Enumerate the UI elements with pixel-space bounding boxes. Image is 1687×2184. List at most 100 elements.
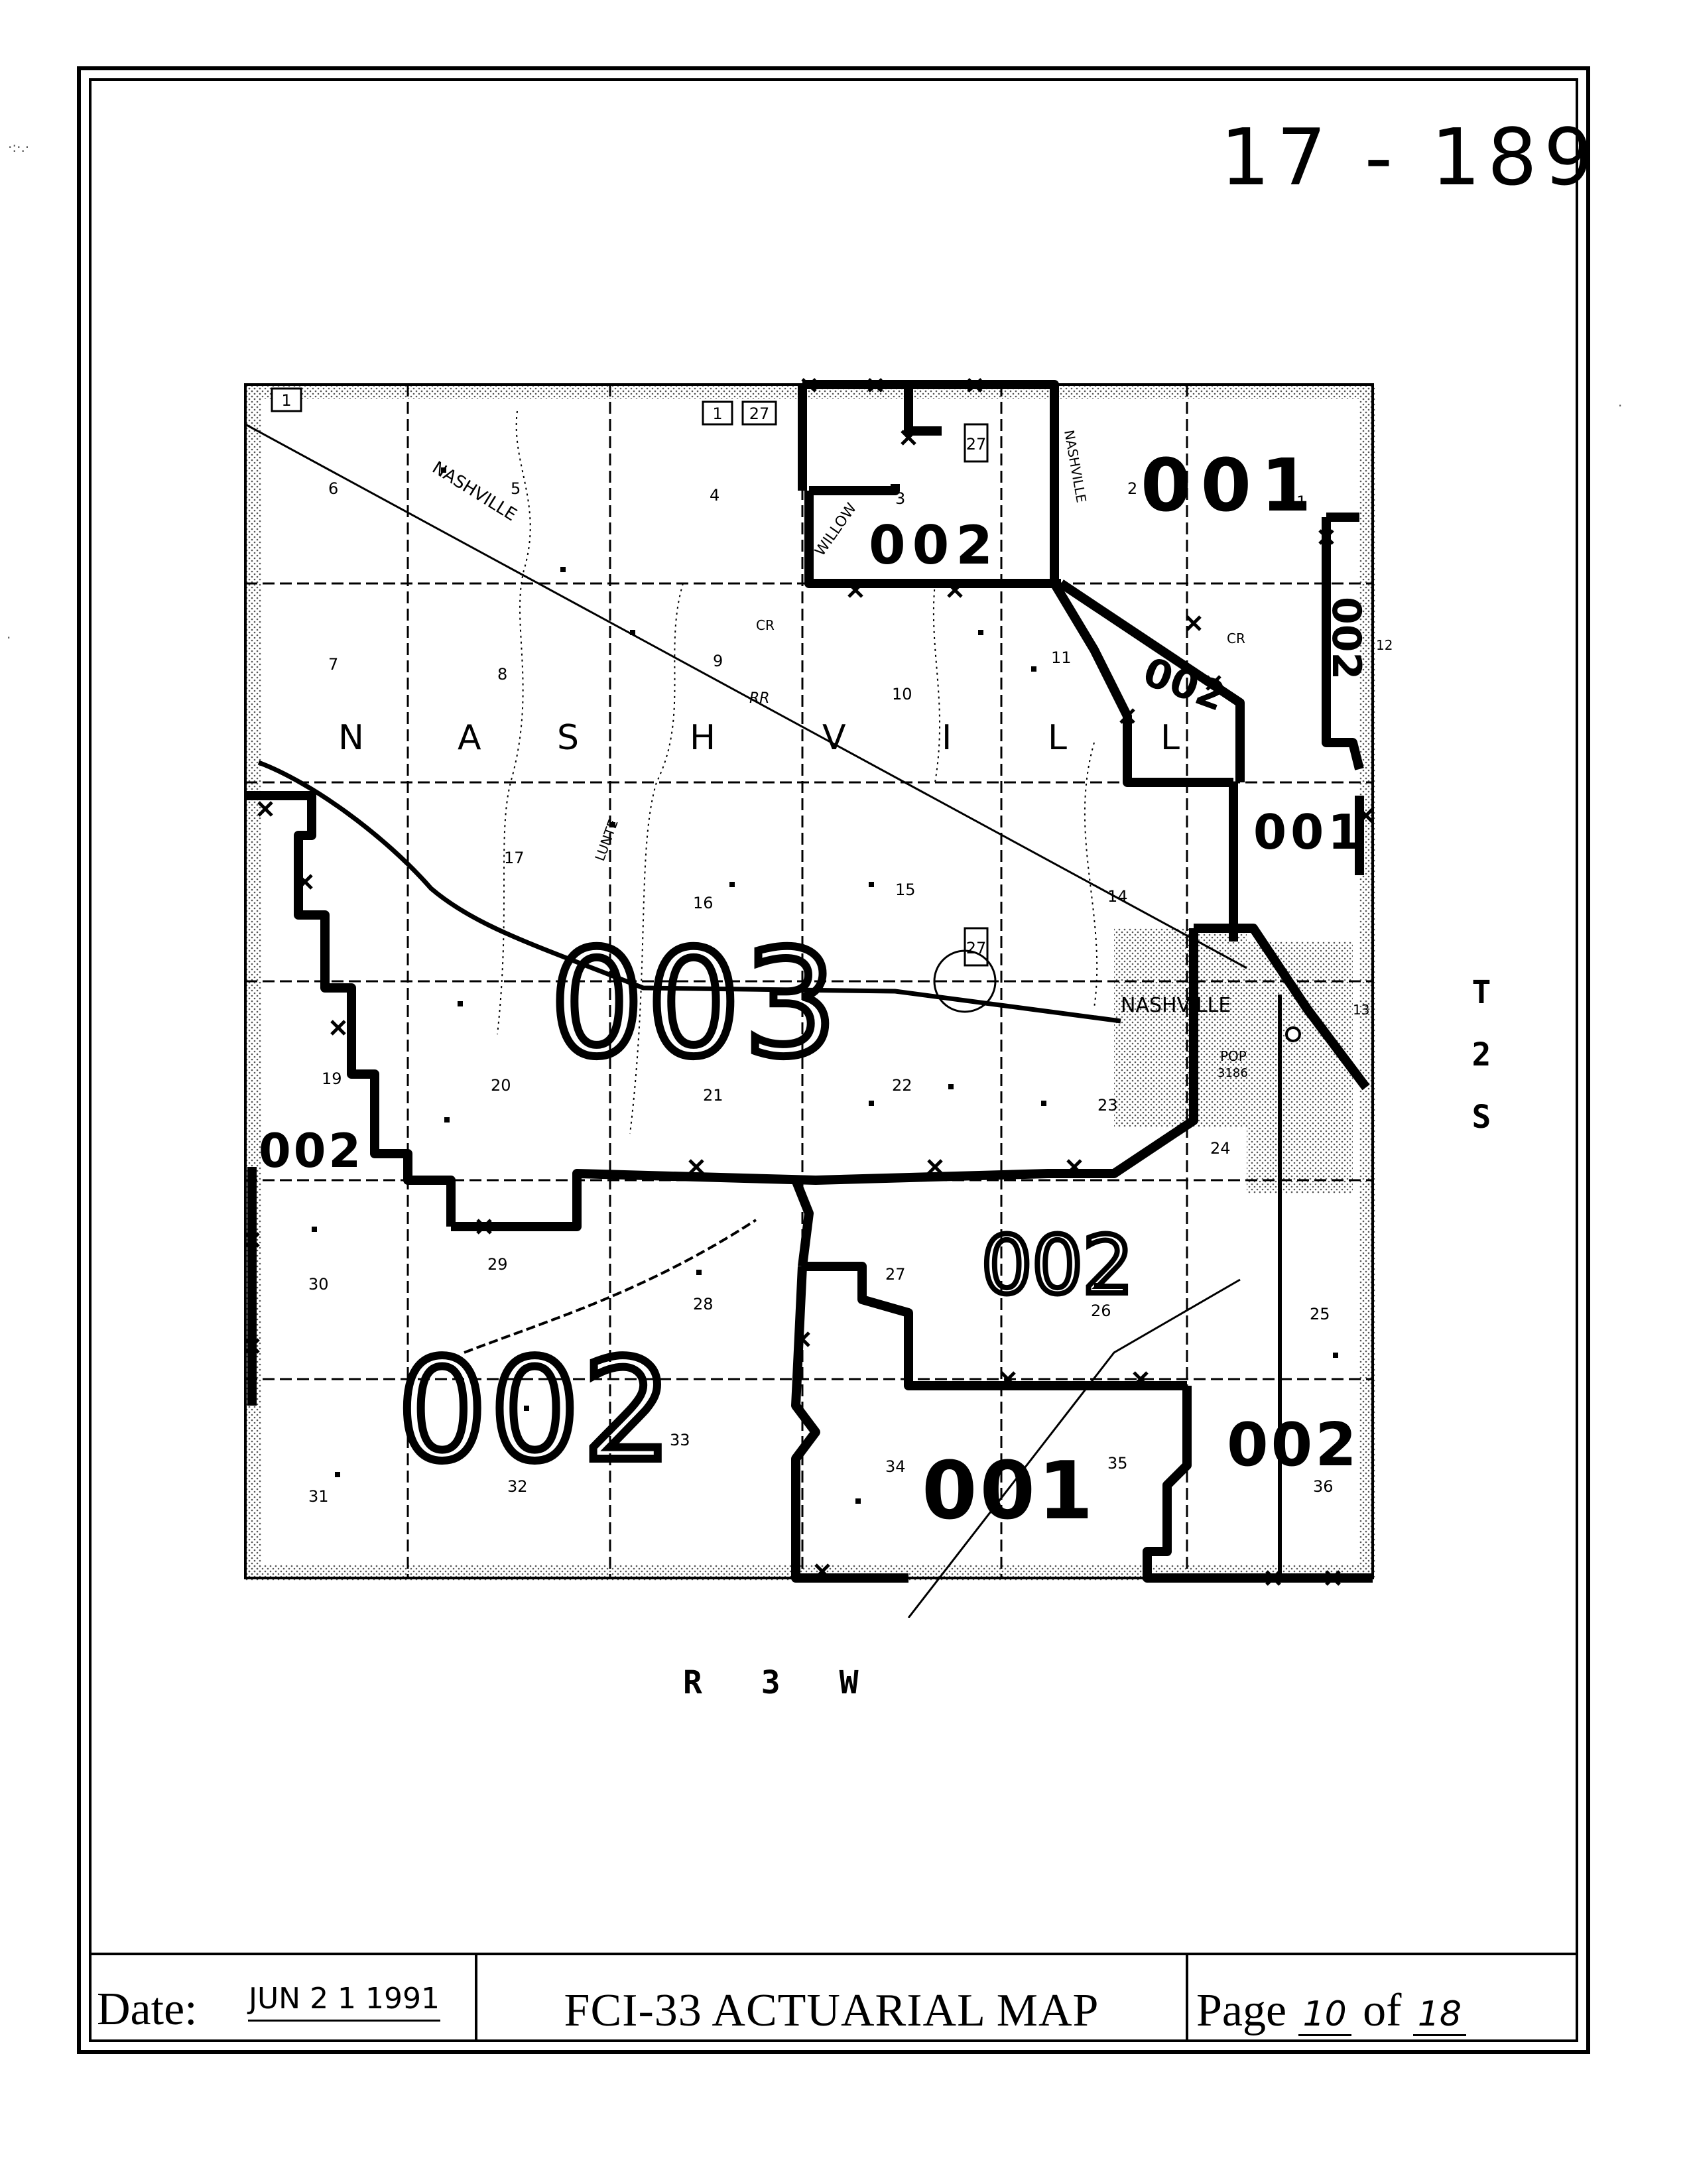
section-number: 1 — [1296, 493, 1306, 511]
route-shield-27c: 27 — [964, 927, 989, 967]
creeks — [497, 410, 1098, 1134]
zone-label: 002 — [1137, 648, 1231, 721]
zone-labels: 001 002 002 001 002 003 002 002 002 001 … — [259, 443, 1369, 1538]
section-number: 4 — [710, 486, 719, 505]
city-stipple — [1114, 928, 1247, 1127]
route-shield-27: 27 — [741, 400, 777, 426]
township-letter: V — [822, 718, 846, 758]
section-number: 15 — [895, 880, 916, 899]
boundary-markers — [244, 378, 1374, 1586]
footer-date-cell: Date: JUN 2 1 1991 — [89, 1955, 477, 2042]
section-number: 32 — [507, 1477, 528, 1496]
range-label: R 3 W — [683, 1664, 859, 1701]
railroad-label: RR — [749, 690, 770, 707]
creek-label-lunte: LUNTE — [592, 818, 621, 863]
section-number: 12 — [1376, 637, 1393, 653]
township-label-letter: T — [1471, 974, 1491, 1011]
township-letter: A — [458, 718, 481, 758]
creek-label-cr-2: CR — [1227, 631, 1245, 646]
section-number: 29 — [487, 1255, 508, 1274]
section-number: 3 — [895, 489, 905, 508]
outer-frame — [77, 66, 1590, 2054]
section-number: 30 — [308, 1275, 329, 1294]
township-letter: I — [942, 718, 952, 758]
section-number: 2 — [1127, 479, 1137, 498]
route-shields: 1 1 27 27 27 — [271, 387, 989, 967]
section-number: 22 — [892, 1076, 912, 1095]
section-number: 7 — [328, 655, 338, 674]
document-number: 17 - 189 — [1220, 111, 1600, 203]
page-total: 18 — [1412, 1994, 1466, 2036]
section-number: 33 — [670, 1431, 690, 1449]
section-number: 9 — [713, 652, 723, 670]
section-number: 17 — [504, 849, 525, 867]
footer-title-cell: FCI-33 ACTUARIAL MAP — [477, 1955, 1188, 2042]
section-number: 36 — [1313, 1477, 1334, 1496]
city-label-nashville: NASHVILLE — [1121, 994, 1231, 1017]
stipple-border-top — [245, 385, 1373, 399]
county-road — [464, 1219, 757, 1354]
page-current: 10 — [1298, 1994, 1351, 2036]
map-title: FCI-33 ACTUARIAL MAP — [564, 1985, 1099, 2036]
section-number: 28 — [693, 1295, 714, 1313]
township-letter: H — [690, 718, 716, 758]
city-center-symbol — [1285, 1026, 1301, 1042]
zone-label: 002 — [1227, 1410, 1359, 1480]
zone-boundaries — [245, 380, 1373, 1583]
township-name: N A S H V I L L — [338, 718, 1180, 758]
page-indicator: Page 10 of 18 — [1196, 1984, 1466, 2037]
svg-text:27: 27 — [966, 939, 987, 957]
roads — [245, 423, 1282, 1618]
map-symbols — [312, 467, 1338, 1504]
zone-label: 002 — [981, 1220, 1133, 1312]
actuarial-map: 1 1 27 27 27 NASHVILLE NASHVILLE WILLOW … — [244, 378, 1393, 1618]
svg-text:1: 1 — [712, 404, 722, 423]
zone-label: 002 — [398, 1329, 676, 1492]
section-number: 23 — [1097, 1096, 1118, 1115]
route-shield-1b: 1 — [702, 400, 733, 426]
route-shield-1: 1 — [271, 387, 302, 412]
section-number: 25 — [1310, 1305, 1330, 1323]
svg-text:27: 27 — [966, 435, 987, 454]
section-number: 27 — [885, 1265, 906, 1284]
zone-label: 001 — [922, 1445, 1096, 1538]
section-number: 21 — [703, 1086, 723, 1105]
inner-frame — [89, 78, 1578, 2042]
section-number: 13 — [1353, 1002, 1369, 1018]
route-shield-27b: 27 — [964, 423, 989, 463]
road-label-nashville-vertical: NASHVILLE — [1061, 429, 1090, 504]
section-number: 5 — [511, 479, 521, 498]
date-stamp: JUN 2 1 1991 — [248, 1982, 440, 2022]
city-pop-label: POP — [1220, 1048, 1247, 1064]
footer-page-cell: Page 10 of 18 — [1188, 1955, 1578, 2042]
township-label-letter: S — [1471, 1099, 1491, 1136]
section-number: 19 — [322, 1069, 342, 1088]
zone-label: 002 — [869, 515, 999, 576]
zone-label: 001 — [1253, 804, 1365, 860]
highway-27 — [257, 760, 1121, 1024]
city-circle-symbol — [933, 949, 997, 1013]
section-number: 11 — [1051, 648, 1072, 667]
township-letter: L — [1048, 718, 1067, 758]
section-number: 14 — [1107, 887, 1128, 906]
svg-text:27: 27 — [749, 404, 770, 423]
section-number: 34 — [885, 1457, 906, 1476]
zone-label: 002 — [1323, 597, 1369, 680]
township-letter: L — [1160, 718, 1180, 758]
date-label: Date: — [97, 1984, 198, 2035]
township-letter: N — [338, 718, 364, 758]
zone-label: 003 — [550, 919, 841, 1089]
section-numbers: 6 5 4 3 2 1 7 8 9 10 11 12 18 17 16 15 1… — [308, 479, 1393, 1506]
footer-bar: Date: JUN 2 1 1991 FCI-33 ACTUARIAL MAP … — [89, 1953, 1578, 2042]
section-number: 6 — [328, 479, 338, 498]
page-of-label: of — [1363, 1985, 1402, 2036]
road-label-willow: WILLOW — [812, 500, 860, 559]
railroad-line — [245, 423, 1247, 969]
section-number: 16 — [693, 894, 714, 912]
township-label: T 2 S — [1462, 961, 1501, 1148]
section-number: 24 — [1210, 1139, 1231, 1158]
section-number: 35 — [1107, 1454, 1128, 1473]
section-number: 31 — [308, 1487, 329, 1506]
section-number: 10 — [892, 685, 912, 703]
page-label: Page — [1196, 1985, 1287, 2036]
